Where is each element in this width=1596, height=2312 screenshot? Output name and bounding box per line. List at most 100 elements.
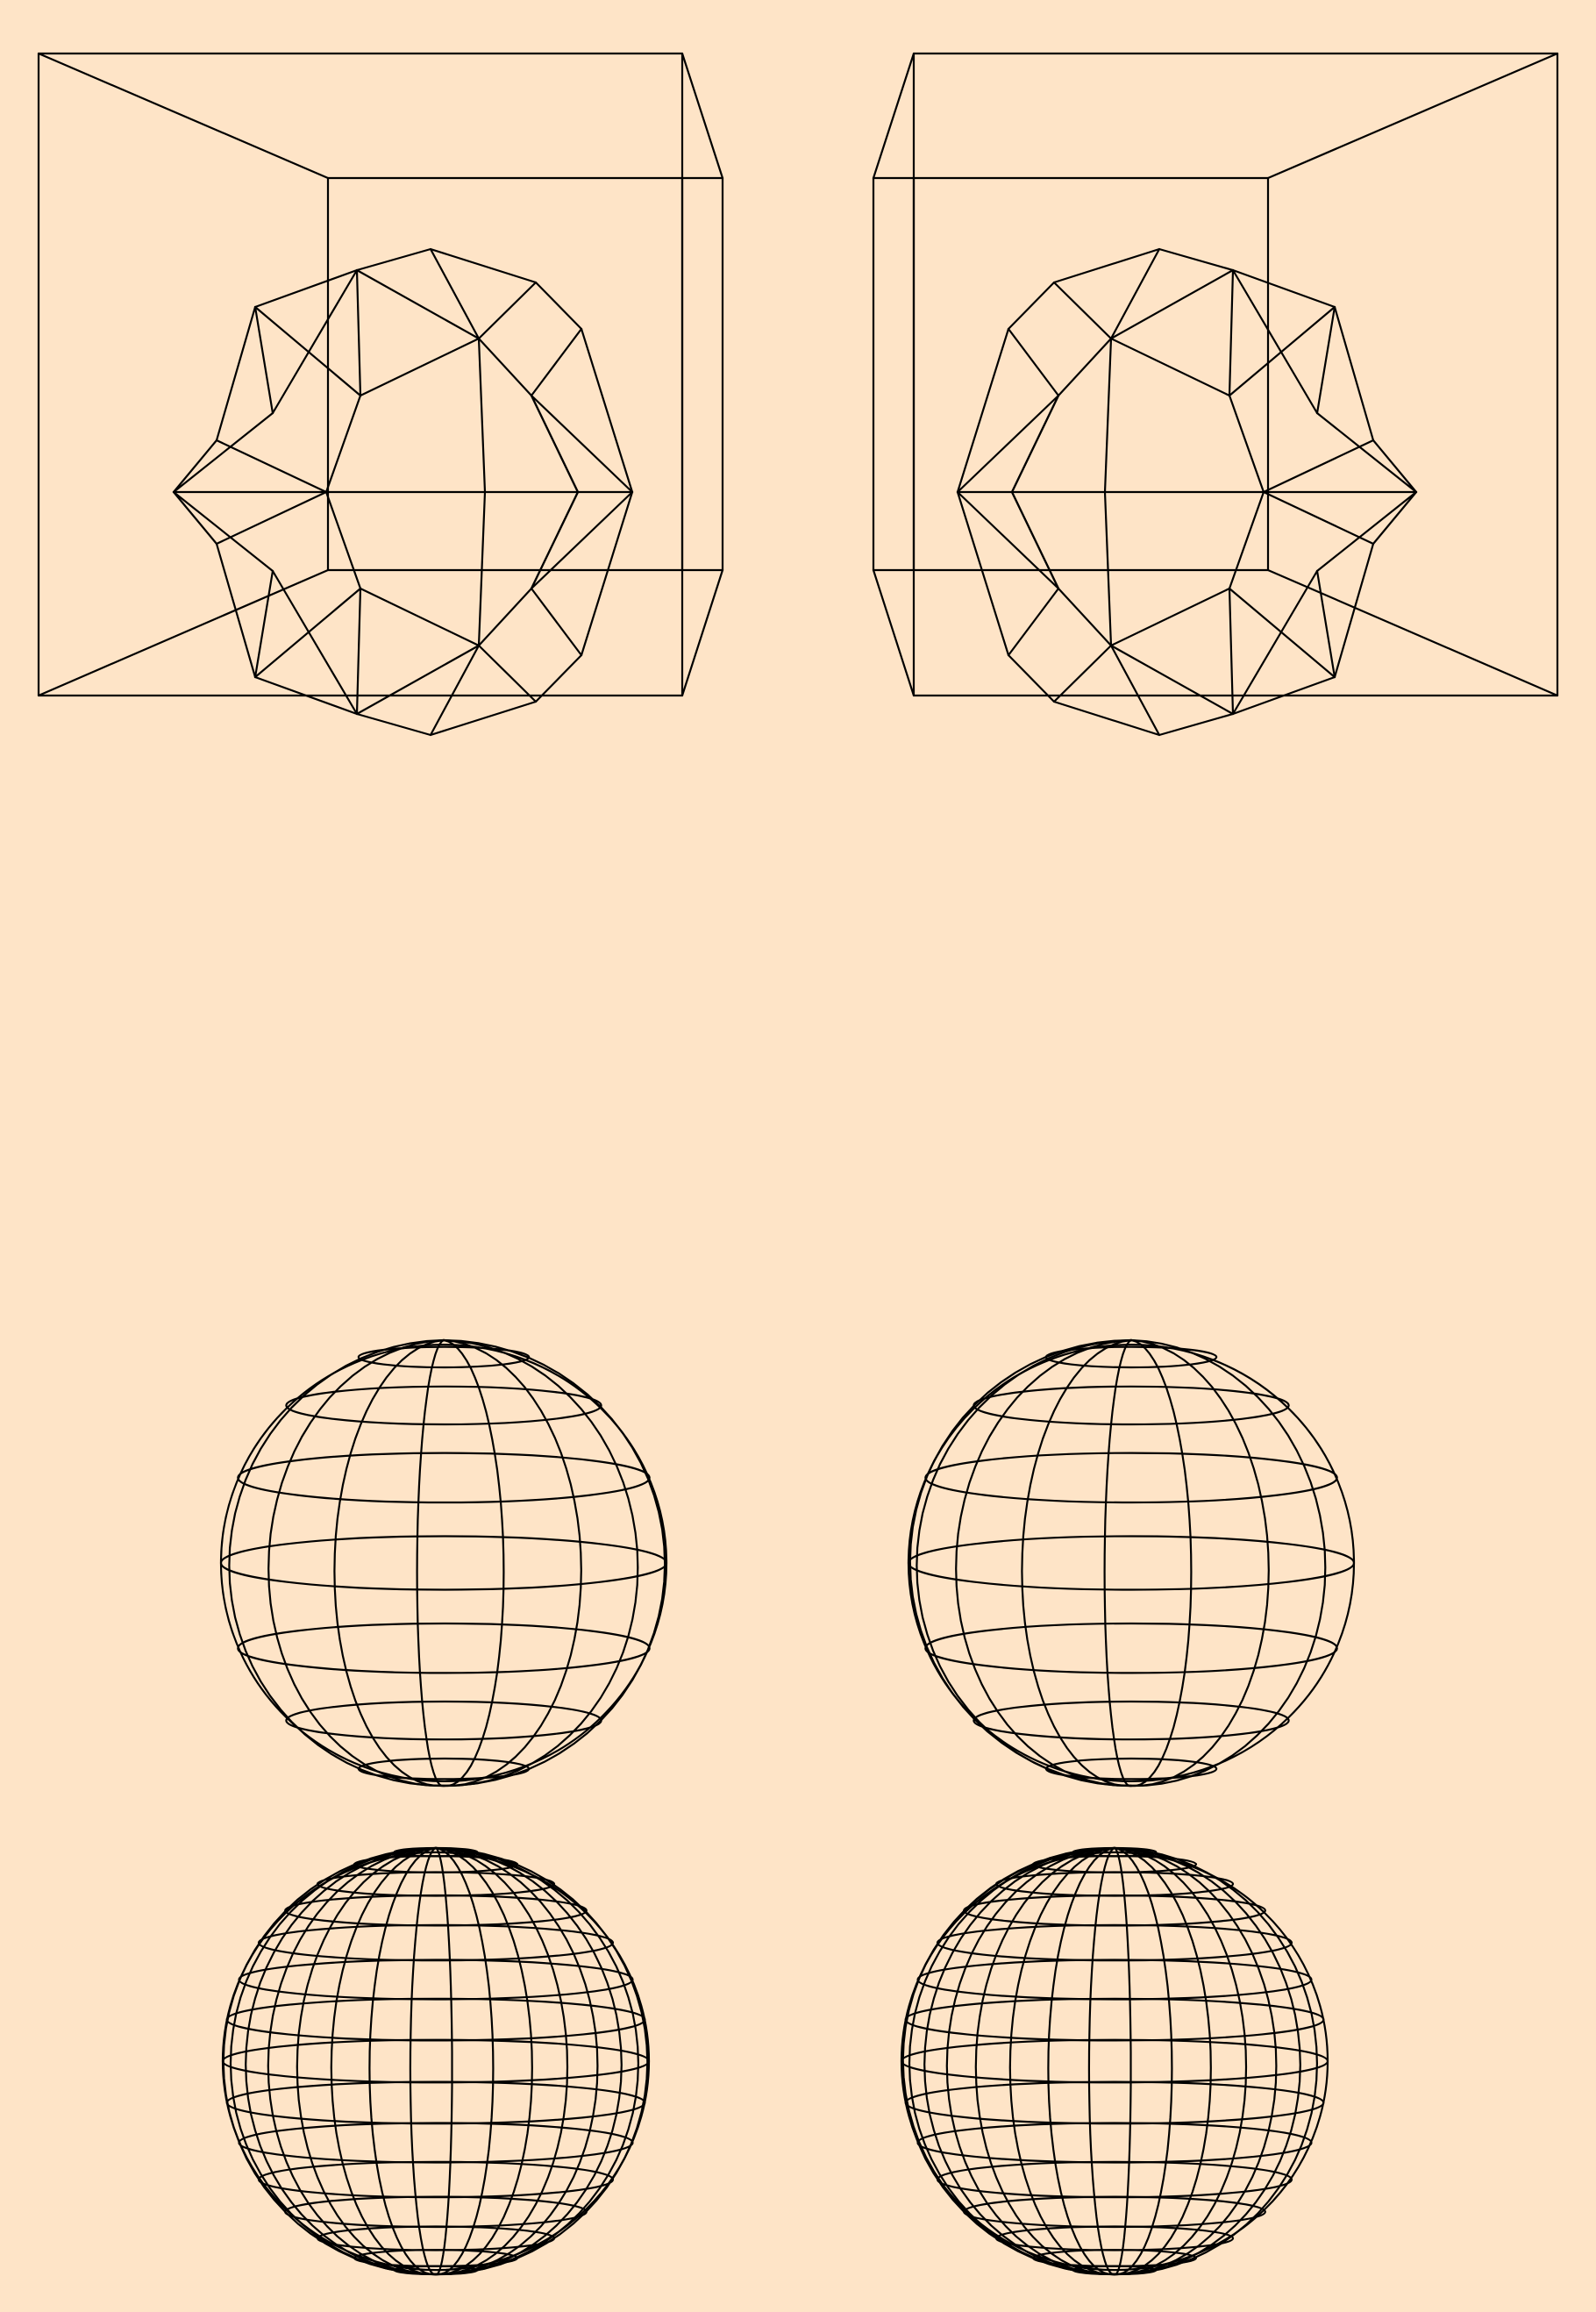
octa-edge	[1262, 439, 1375, 494]
sphere-meridian	[296, 1846, 438, 2276]
sphere-latitude-ring	[285, 1385, 602, 1426]
sphere-meridian	[368, 1846, 438, 2276]
sphere-meridian	[1129, 1338, 1193, 1788]
octa-edge	[530, 490, 580, 590]
octahedron-left	[172, 247, 634, 737]
sphere-meridian	[434, 1846, 453, 2276]
octa-edge	[429, 247, 481, 340]
octa-edge	[1109, 247, 1161, 340]
octa-edge	[1228, 587, 1235, 716]
octa-edge	[1010, 394, 1060, 494]
octa-edge	[253, 305, 362, 397]
octa-edge	[1262, 490, 1375, 546]
sphere-meridian	[267, 1338, 445, 1788]
sphere-meridian	[409, 1846, 438, 2276]
octa-edge	[1103, 490, 1113, 647]
octa-edge	[1315, 305, 1336, 415]
sphere-fine-left	[221, 1846, 651, 2276]
octa-edge	[253, 569, 274, 679]
octa-edge	[172, 411, 274, 494]
octa-edge	[1007, 327, 1060, 397]
sphere-meridian	[442, 1338, 505, 1788]
octa-edge	[956, 394, 1060, 494]
sphere-outline	[907, 1343, 1356, 1783]
cube-edge	[1266, 568, 1559, 697]
octa-edge	[172, 490, 274, 573]
octa-edge	[1052, 281, 1113, 340]
sphere-meridian	[1008, 1846, 1116, 2276]
cube-edge	[37, 52, 330, 180]
sphere-coarse-left	[219, 1338, 668, 1788]
sphere-coarse-right	[907, 1338, 1356, 1788]
octa-edge	[1109, 268, 1235, 340]
sphere-meridian	[1113, 1846, 1278, 2276]
sphere-fine-right	[900, 1846, 1329, 2276]
octa-edge	[1315, 490, 1418, 573]
sphere-meridian	[955, 1338, 1133, 1788]
sphere-meridian	[434, 1846, 569, 2276]
sphere-meridian	[1021, 1338, 1133, 1788]
octa-edge	[1007, 587, 1060, 657]
cube-edge	[680, 568, 724, 697]
cube-left	[37, 52, 724, 697]
octa-edge	[355, 644, 481, 716]
octa-edge	[477, 337, 487, 494]
sphere-outline	[219, 1343, 668, 1783]
sphere-meridian	[434, 1846, 649, 2276]
sphere-meridian	[416, 1338, 445, 1788]
octa-edge	[253, 305, 274, 415]
sphere-meridian	[1113, 1846, 1212, 2276]
octa-edge	[355, 268, 481, 340]
octa-edge	[530, 394, 634, 494]
octa-edge	[1315, 411, 1418, 494]
octa-edge	[530, 490, 634, 590]
octa-edge	[1103, 337, 1113, 494]
cube-edge	[872, 568, 916, 697]
sphere-meridian	[267, 1846, 438, 2276]
cube-edge	[1266, 52, 1559, 180]
wireframe-layer	[37, 52, 1559, 2276]
octa-edge	[1231, 268, 1319, 415]
sphere-meridian	[1103, 1338, 1133, 1788]
sphere-meridian	[1113, 1846, 1301, 2276]
octa-edge	[1231, 569, 1319, 716]
sphere-meridian	[1087, 1846, 1116, 2276]
octa-edge	[1228, 587, 1336, 679]
octa-edge	[956, 490, 1060, 590]
sphere-meridian	[442, 1338, 639, 1788]
octa-edge	[429, 644, 481, 737]
sphere-meridian	[945, 1846, 1116, 2276]
octa-edge	[215, 490, 328, 546]
octa-edge	[477, 281, 538, 340]
sphere-meridian	[434, 1846, 599, 2276]
cube-edge	[872, 52, 916, 180]
sphere-meridian	[434, 1846, 533, 2276]
sphere-meridian	[1129, 1338, 1327, 1788]
sphere-meridian	[1113, 1846, 1248, 2276]
octa-edge	[1228, 268, 1235, 397]
sphere-outline	[221, 1851, 651, 2272]
octa-edge	[355, 268, 362, 397]
octa-edge	[1315, 569, 1336, 679]
cube-edge	[680, 52, 724, 180]
sphere-latitude-ring	[973, 1700, 1290, 1741]
octa-edge	[1228, 305, 1336, 397]
sphere-meridian	[974, 1846, 1116, 2276]
sphere-meridian	[1113, 1846, 1132, 2276]
octa-edge	[477, 644, 538, 703]
sphere-meridian	[434, 1846, 623, 2276]
cube-right	[872, 52, 1559, 697]
octa-edge	[271, 569, 359, 716]
sphere-meridian	[1113, 1846, 1173, 2276]
octa-edge	[530, 587, 583, 657]
sphere-meridian	[333, 1338, 445, 1788]
octa-edge	[1052, 644, 1113, 703]
octa-edge	[215, 439, 328, 494]
octa-edge	[355, 587, 362, 716]
octahedron-right	[956, 247, 1418, 737]
octa-edge	[1109, 644, 1161, 737]
octa-edge	[477, 490, 487, 647]
octa-edge	[253, 587, 362, 679]
